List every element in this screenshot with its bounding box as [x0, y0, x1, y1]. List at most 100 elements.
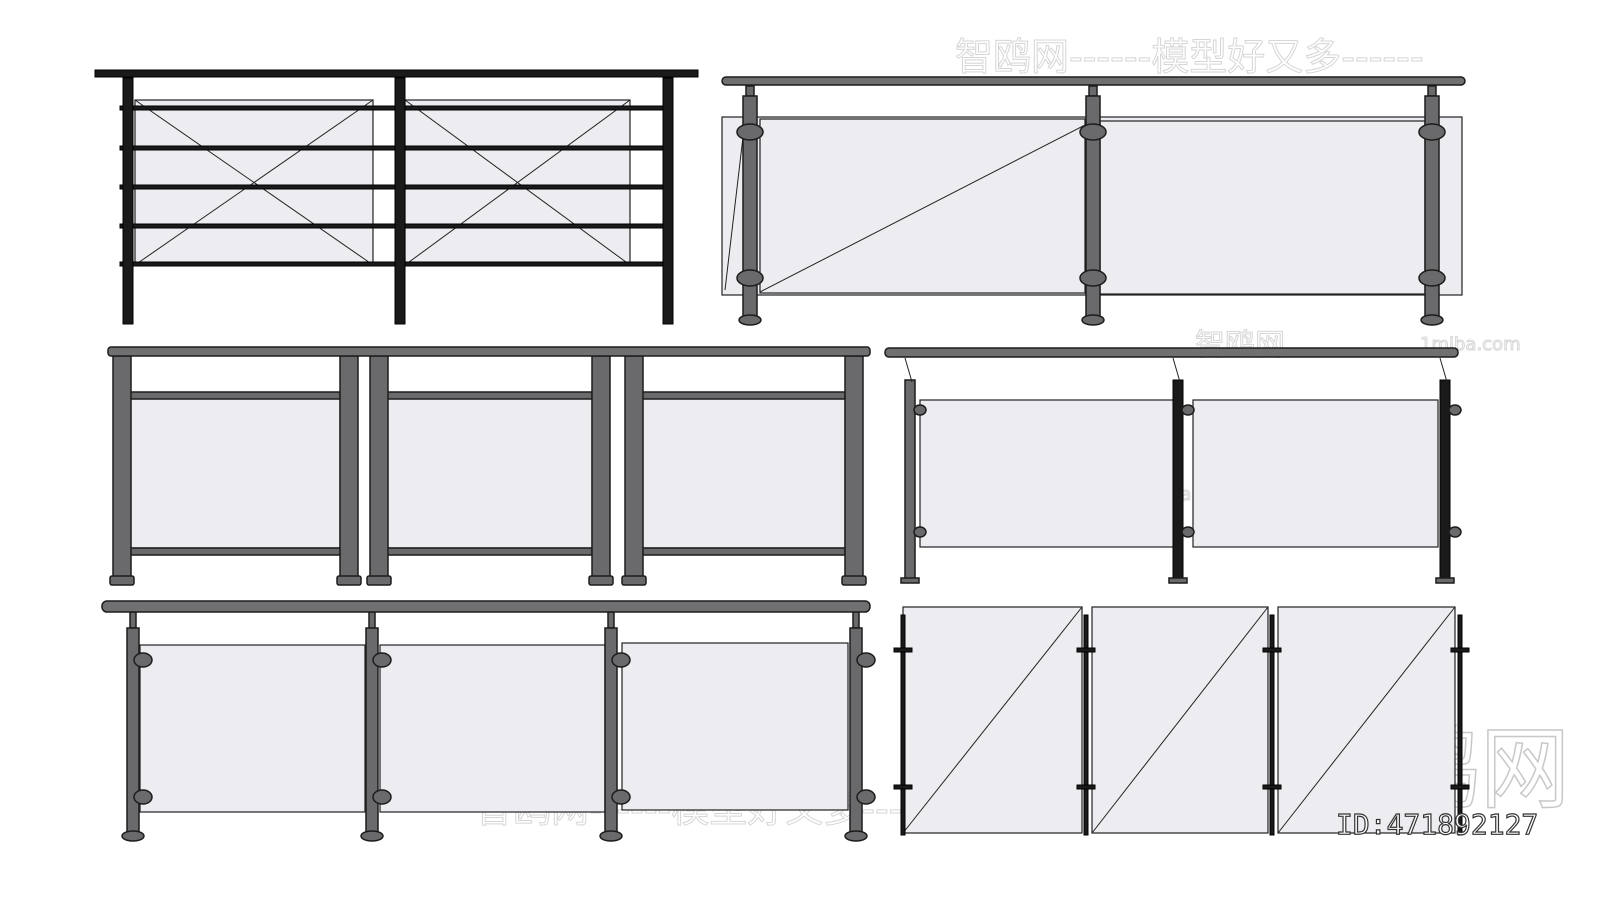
glass-diagonal — [1277, 606, 1456, 834]
post — [394, 77, 406, 325]
post — [900, 614, 906, 836]
post-base — [1435, 577, 1455, 584]
railing-framed-glass — [107, 346, 871, 586]
post-base — [1420, 314, 1444, 326]
post-base — [360, 830, 384, 842]
post — [112, 355, 132, 579]
horizontal-bar — [119, 223, 669, 229]
top-bar — [639, 391, 846, 400]
glass-panel — [384, 397, 593, 549]
post-base — [121, 830, 145, 842]
watermark-slogan: 智鸥网------模型好又多------ — [955, 35, 1424, 79]
horizontal-bar — [119, 145, 669, 151]
railing-black-bars — [94, 69, 699, 325]
railing-frameless-glass — [893, 606, 1470, 836]
post-base — [599, 830, 623, 842]
railing-clamp-glass-top — [721, 76, 1466, 326]
post — [1269, 614, 1275, 836]
post — [662, 77, 674, 325]
glass-clip — [893, 784, 913, 790]
post — [624, 355, 644, 579]
post-base — [738, 314, 762, 326]
glass-panel — [1192, 399, 1439, 548]
post-base — [1168, 577, 1188, 584]
post — [591, 355, 611, 579]
handrail — [721, 76, 1466, 86]
glass-clamp — [1181, 404, 1195, 416]
handrail — [101, 600, 871, 613]
glass-clamp — [913, 404, 927, 416]
glass-clamp — [736, 269, 764, 287]
post-cap — [129, 611, 137, 629]
bottom-bar — [127, 547, 341, 556]
glass-diagonal — [759, 124, 1086, 293]
glass-clamp — [611, 789, 631, 805]
glass-clip — [1262, 647, 1282, 653]
glass-diagonal — [404, 99, 631, 266]
glass-clamp — [1448, 526, 1462, 538]
post — [1457, 614, 1463, 836]
horizontal-bar — [119, 261, 669, 267]
post — [844, 355, 864, 579]
glass-panel — [379, 644, 606, 813]
post-base — [109, 575, 135, 586]
post-base — [1081, 314, 1105, 326]
post-brace — [1439, 357, 1448, 383]
top-bar — [384, 391, 593, 400]
post-cap — [852, 611, 860, 629]
glass-clamp — [372, 789, 392, 805]
glass-clamp — [1079, 123, 1107, 141]
glass-clamp — [133, 789, 153, 805]
horizontal-bar — [119, 184, 669, 190]
post-base — [841, 575, 867, 586]
handrail — [94, 69, 699, 78]
handrail — [884, 347, 1459, 358]
glass-clamp — [1079, 269, 1107, 287]
glass-clip — [1262, 784, 1282, 790]
railing-angled-posts — [884, 347, 1462, 584]
post-cap — [1088, 85, 1098, 97]
post-base — [844, 830, 868, 842]
glass-clip — [1450, 784, 1470, 790]
post-base — [621, 575, 647, 586]
post-cap — [745, 85, 755, 97]
handrail — [107, 346, 871, 357]
glass-clamp — [1418, 269, 1446, 287]
post-cap — [1427, 85, 1437, 97]
glass-panel — [139, 644, 366, 813]
glass-diagonal — [724, 119, 746, 291]
top-bar — [127, 391, 341, 400]
glass-clip — [1076, 784, 1096, 790]
post — [369, 355, 389, 579]
glass-panel — [127, 397, 341, 549]
glass-clamp — [611, 652, 631, 668]
glass-panel — [639, 397, 846, 549]
model-id-label: ID:471892127 — [1335, 807, 1539, 841]
post-cap — [368, 611, 376, 629]
bottom-bar — [384, 547, 593, 556]
glass-clamp — [736, 123, 764, 141]
post — [339, 355, 359, 579]
glass-clamp — [856, 652, 876, 668]
glass-clamp — [1448, 404, 1462, 416]
glass-clamp — [1181, 526, 1195, 538]
glass-panel — [621, 642, 849, 811]
glass-panel — [919, 399, 1176, 548]
glass-clamp — [856, 789, 876, 805]
post — [122, 77, 134, 325]
glass-diagonal — [1091, 606, 1269, 834]
glass-panel — [1099, 120, 1426, 295]
post-cap — [607, 611, 615, 629]
post-brace — [1172, 357, 1181, 383]
post-base — [366, 575, 392, 586]
glass-clamp — [1418, 123, 1446, 141]
horizontal-bar — [119, 105, 669, 111]
post-base — [588, 575, 614, 586]
post-brace — [904, 357, 913, 383]
glass-clip — [1076, 647, 1096, 653]
glass-diagonal — [134, 99, 374, 266]
glass-clamp — [133, 652, 153, 668]
railing-clamp-glass-bottom — [101, 600, 876, 842]
